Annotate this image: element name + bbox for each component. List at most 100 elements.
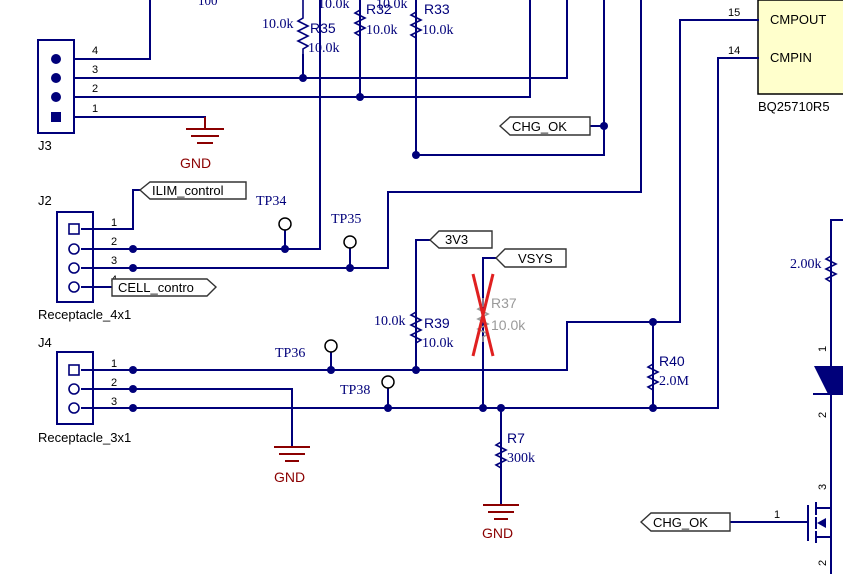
- connector-j4-value: Receptacle_3x1: [38, 430, 131, 445]
- resistor-ref: R40: [659, 353, 685, 369]
- junction-dot: [299, 74, 307, 82]
- pin-number: 1: [817, 346, 829, 352]
- junction-dot: [281, 245, 289, 253]
- resistor-r37-dnp: R37 10.0k: [471, 273, 526, 357]
- pin-number: 3: [817, 484, 829, 490]
- junction-dot: [412, 151, 420, 159]
- ground-symbol-j3: GND: [180, 117, 224, 171]
- resistor-ref: R33: [424, 1, 450, 17]
- pin-dot: [51, 73, 61, 83]
- connector-j3: 4 3 2 1 J3: [37, 39, 98, 153]
- connector-j4: 1 2 3 J4 Receptacle_3x1: [38, 335, 131, 445]
- mosfet: 1 3 2: [774, 484, 832, 566]
- connector-j3-ref: J3: [38, 138, 52, 153]
- resistor-value: 10.0k: [422, 23, 454, 38]
- pin-dot: [51, 54, 61, 64]
- wire-cmpout-j4-pin1: [117, 19, 756, 371]
- resistor-value: 10.0k: [318, 0, 350, 12]
- net-flag-label: CELL_contro: [118, 280, 194, 295]
- net-flag-cell: CELL_contro: [111, 278, 218, 297]
- junction-dot: [600, 122, 608, 130]
- net-flag-chg-ok-top: CHG_OK: [498, 116, 591, 136]
- ground-label: GND: [274, 469, 305, 485]
- wire-j3-pin1-gnd: [55, 116, 206, 125]
- wire-j3-pin4: [55, 0, 151, 60]
- wire-cmpin-j4-pin3: [117, 57, 746, 409]
- pin-number: 1: [774, 509, 780, 521]
- test-point-label: TP35: [331, 212, 361, 227]
- pin-number: 2: [817, 412, 829, 418]
- net-flag-chg-ok-bottom: CHG_OK: [639, 512, 731, 532]
- wire-j2-pin1-ilim: [117, 189, 141, 230]
- resistor-r32: 10.0k R32 10.0k: [318, 0, 398, 40]
- resistor-r35: 10.0k R35 10.0k: [262, 0, 340, 56]
- junction-dot: [327, 366, 335, 374]
- resistor-value: 10.0k: [376, 0, 408, 12]
- pin-circle: [68, 281, 80, 293]
- resistor-value: 10.0k: [366, 23, 398, 38]
- junction-dot: [649, 404, 657, 412]
- pin-number: 3: [111, 396, 117, 408]
- pin-circle: [68, 262, 80, 274]
- junction-dot: [649, 318, 657, 326]
- wire-j2-pin3: [117, 0, 642, 269]
- pin-number: 2: [111, 236, 117, 248]
- dnp-cross-mark: [471, 273, 495, 357]
- pin-dot: [51, 92, 61, 102]
- resistor-ref: R37: [491, 295, 517, 311]
- resistor-value: 10.0k: [422, 336, 454, 351]
- junction-dot: [129, 366, 137, 374]
- junction-dot: [479, 404, 487, 412]
- resistor-r33: 10.0k R33 10.0k: [376, 0, 454, 42]
- net-flag-ilim: ILIM_control: [138, 181, 247, 200]
- junction-dot: [129, 264, 137, 272]
- junction-dot: [384, 404, 392, 412]
- led-diode: 1 2: [813, 346, 843, 418]
- ic-bq25710: 15 14 CMPOUT CMPIN BQ25710R5: [728, 0, 843, 114]
- resistor-ref: R7: [507, 430, 525, 446]
- pin-number: 2: [92, 83, 98, 95]
- test-point-tp36: TP36: [275, 339, 338, 361]
- connector-j2-value: Receptacle_4x1: [38, 307, 131, 322]
- pin-number: 3: [111, 255, 117, 267]
- net-flag-label: VSYS: [518, 251, 553, 266]
- test-point-tp38: TP38: [340, 375, 395, 398]
- ic-pin-name: CMPOUT: [770, 12, 826, 27]
- resistor-right: 2.00k: [790, 250, 838, 288]
- junctions: [129, 74, 657, 412]
- resistor-value: 100: [198, 0, 218, 8]
- resistor-value: 300k: [507, 451, 535, 466]
- wire-chgok-top: [415, 0, 605, 156]
- resistor-value: 10.0k: [374, 314, 406, 329]
- connector-j2: 1 2 3 4 J2 Receptacle_4x1: [38, 193, 131, 322]
- pin-number: 3: [92, 64, 98, 76]
- net-flag-label: 3V3: [445, 232, 468, 247]
- resistor-value: 10.0k: [262, 17, 294, 32]
- ground-symbol-r7: GND: [482, 504, 519, 541]
- net-flag-3v3: 3V3: [428, 230, 493, 249]
- junction-dot: [412, 366, 420, 374]
- ic-body: [757, 0, 843, 95]
- resistor-ref: R39: [424, 315, 450, 331]
- pin-circle: [68, 383, 80, 395]
- junction-dot: [497, 404, 505, 412]
- resistor-r40: R40 2.0M: [646, 353, 690, 396]
- pin-number: 1: [92, 103, 98, 115]
- ground-symbol-j4: GND: [274, 446, 310, 485]
- pin-circle: [68, 243, 80, 255]
- test-point-label: TP36: [275, 346, 305, 361]
- resistor-value: 10.0k: [491, 317, 526, 333]
- pin-number: 2: [111, 377, 117, 389]
- diode-triangle: [814, 366, 843, 394]
- pin-number: 14: [728, 45, 740, 57]
- ground-label: GND: [482, 525, 513, 541]
- junction-dot: [346, 264, 354, 272]
- net-flag-label: CHG_OK: [653, 515, 708, 530]
- junction-dot: [129, 404, 137, 412]
- resistor-value: 2.00k: [790, 257, 822, 272]
- junction-dot: [129, 385, 137, 393]
- resistor-value: 2.0M: [659, 374, 690, 389]
- ground-label: GND: [180, 155, 211, 171]
